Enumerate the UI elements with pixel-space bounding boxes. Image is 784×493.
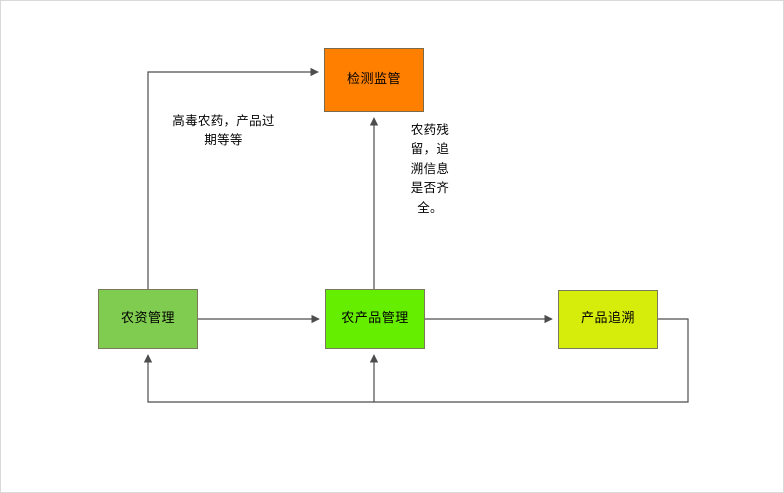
node-inspection-label: 检测监管 xyxy=(346,71,401,87)
edge-label-residue-check: 农药残 留，追 溯信息 是否齐 全。 xyxy=(410,122,450,215)
node-agri-input[interactable]: 农资管理 xyxy=(98,289,198,349)
node-inspection[interactable]: 检测监管 xyxy=(324,48,424,112)
edge-feedback-to-agri-input xyxy=(143,354,374,403)
node-produce-label: 农产品管理 xyxy=(341,310,409,326)
node-traceability[interactable]: 产品追溯 xyxy=(558,290,658,349)
node-agri-input-label: 农资管理 xyxy=(120,310,175,326)
edge-agri-input-to-inspection xyxy=(147,67,319,289)
edge-label-pesticide-risk: 高毒农药，产品过 期等等 xyxy=(172,113,275,148)
node-produce[interactable]: 农产品管理 xyxy=(325,289,425,349)
edge-traceability-feedback-produce xyxy=(369,318,689,403)
node-traceability-label: 产品追溯 xyxy=(580,311,635,327)
